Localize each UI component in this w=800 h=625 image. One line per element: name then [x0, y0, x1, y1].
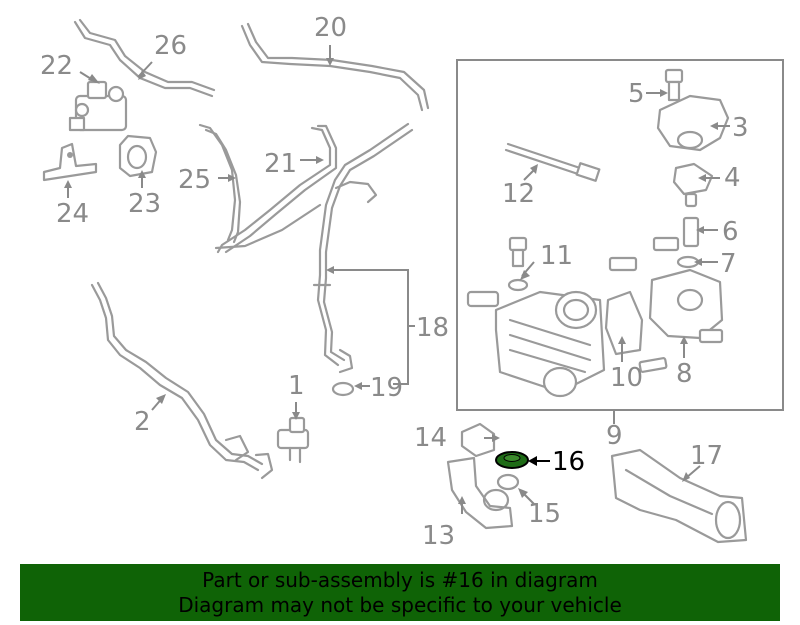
part-26-pipe[interactable] [73, 18, 216, 98]
label-26: 26 [154, 31, 187, 61]
label-5: 5 [628, 79, 645, 109]
part-21-hose[interactable] [216, 124, 338, 254]
banner-line-1: Part or sub-assembly is #16 in diagram [202, 567, 598, 592]
label-6: 6 [722, 217, 739, 247]
label-10: 10 [610, 363, 643, 393]
leader-lines [67, 45, 730, 514]
label-4: 4 [724, 163, 741, 193]
part-16-gasket-highlighted[interactable] [495, 451, 529, 469]
label-9: 9 [606, 421, 623, 451]
label-17: 17 [690, 441, 723, 471]
label-25: 25 [178, 165, 211, 195]
part-25-hose[interactable] [198, 123, 242, 244]
part-15-washer[interactable] [496, 473, 520, 491]
label-1: 1 [288, 371, 305, 401]
label-13: 13 [422, 521, 455, 551]
info-banner: Part or sub-assembly is #16 in diagram D… [20, 564, 780, 621]
part-8-housing[interactable] [608, 236, 724, 344]
label-14: 14 [414, 423, 447, 453]
label-3: 3 [732, 113, 749, 143]
part-labels: 1 2 3 4 5 6 7 8 9 10 11 12 13 14 15 16 1… [40, 13, 749, 551]
leader-arrowheads [64, 58, 718, 504]
label-20: 20 [314, 13, 347, 43]
label-8: 8 [676, 359, 693, 389]
label-23: 23 [128, 189, 161, 219]
part-14-gasket[interactable] [460, 422, 496, 458]
part-10-bolt[interactable] [638, 357, 668, 373]
parts-diagram: 1 2 3 4 5 6 7 8 9 10 11 12 13 14 15 16 1… [40, 13, 784, 551]
label-22: 22 [40, 51, 73, 81]
label-24: 24 [56, 199, 89, 229]
label-15: 15 [528, 499, 561, 529]
part-24-bracket[interactable] [42, 142, 98, 182]
part-23-mount[interactable] [118, 134, 158, 178]
part-10-gasket[interactable] [604, 290, 644, 356]
egr-cooler[interactable] [466, 290, 606, 398]
part-6-fitting[interactable] [682, 192, 700, 248]
label-19: 19 [370, 373, 403, 403]
part-22-valve[interactable] [68, 80, 128, 132]
part-12-rod[interactable] [504, 142, 601, 182]
label-12: 12 [502, 179, 535, 209]
label-16: 16 [552, 447, 585, 477]
inset-box-group-9 [456, 59, 784, 411]
part-11-bolt[interactable] [507, 236, 529, 292]
part-5-bolt[interactable] [664, 68, 684, 102]
part-4-gasket[interactable] [672, 162, 714, 196]
label-7: 7 [720, 249, 737, 279]
part-13-elbow[interactable] [446, 456, 514, 530]
part-1-sensor[interactable] [276, 416, 310, 464]
part-17-duct[interactable] [610, 448, 748, 544]
part-2-pipe[interactable] [90, 281, 274, 480]
label-18: 18 [416, 313, 449, 343]
label-21: 21 [264, 149, 297, 179]
label-11: 11 [540, 241, 573, 271]
banner-line-2: Diagram may not be specific to your vehi… [178, 592, 622, 617]
label-2: 2 [134, 407, 151, 437]
part-3-valve[interactable] [656, 94, 730, 152]
part-19-gasket[interactable] [331, 381, 355, 397]
part-18-pipe-assembly[interactable] [214, 122, 414, 374]
